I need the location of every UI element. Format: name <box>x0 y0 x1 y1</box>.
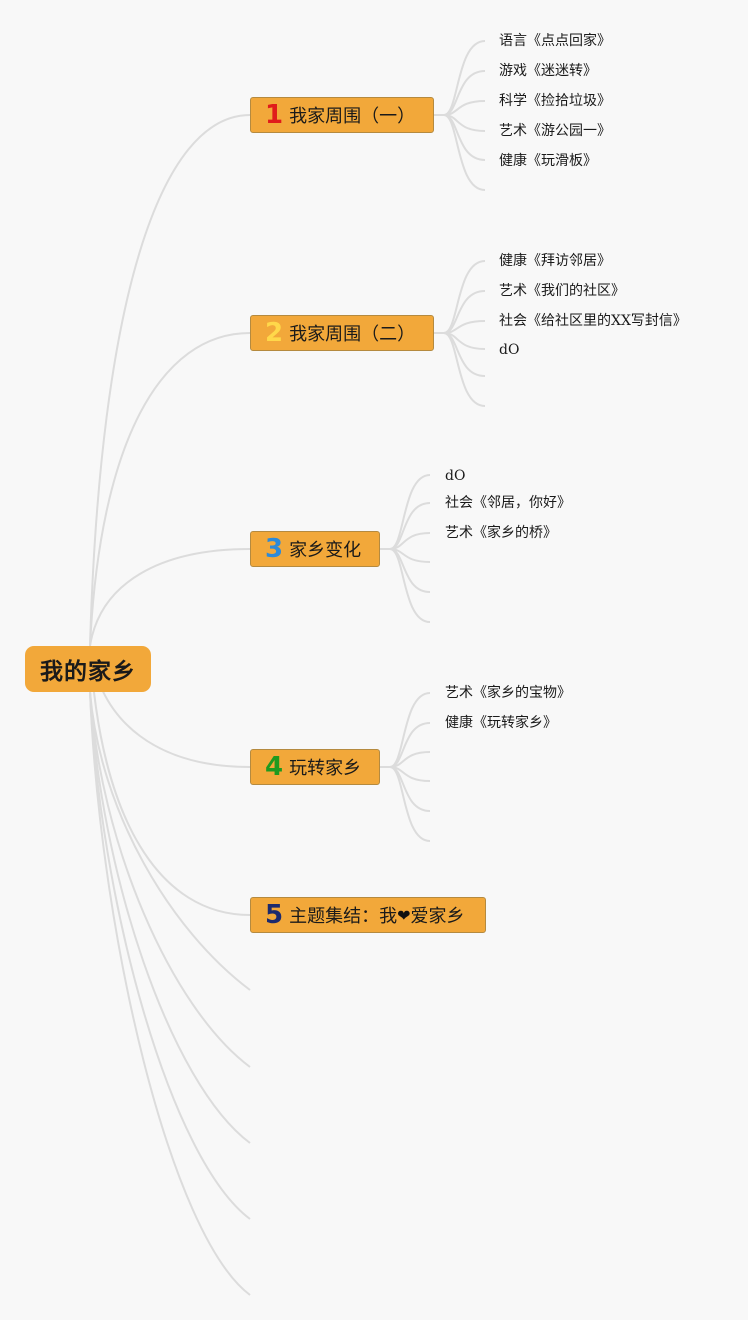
connector-topic-1-leaf-1 <box>434 40 486 116</box>
topic-number-1: 1 <box>265 100 284 130</box>
leaf-2-4[interactable]: dO <box>499 342 520 358</box>
leaf-3-2[interactable]: 社会《邻居，你好》 <box>445 495 571 511</box>
leaf-1-4[interactable]: 艺术《游公园一》 <box>499 123 611 139</box>
topic-node-4[interactable]: 4 玩转家乡 <box>250 749 380 785</box>
connector-root-empty-5 <box>89 691 251 1296</box>
topic-label-1: 我家周围（一） <box>289 106 416 127</box>
leaf-2-1[interactable]: 健康《拜访邻居》 <box>499 253 611 269</box>
topic-number-5: 5 <box>265 900 284 930</box>
connector-root-topic-3 <box>89 548 251 647</box>
connector-root-topic-1 <box>89 114 251 647</box>
connector-topic-4-leaf-3 <box>380 751 431 768</box>
connector-topic-1-leaf-3 <box>434 100 486 116</box>
topic-node-2[interactable]: 2 我家周围（二） <box>250 315 434 351</box>
connector-topic-3-leaf-4 <box>380 548 431 563</box>
connector-root-empty-3 <box>89 691 251 1144</box>
connector-topic-4-leaf-4 <box>380 766 431 782</box>
connector-topic-3-leaf-1 <box>380 474 431 550</box>
topic-node-3[interactable]: 3 家乡变化 <box>250 531 380 567</box>
connector-root-empty-2 <box>89 691 251 1068</box>
connector-root-empty-4 <box>89 691 251 1220</box>
topic-number-3: 3 <box>265 534 284 564</box>
connector-topic-4-leaf-6 <box>380 766 431 842</box>
leaf-1-5[interactable]: 健康《玩滑板》 <box>499 153 597 169</box>
topic-node-1[interactable]: 1 我家周围（一） <box>250 97 434 133</box>
root-topic-label: 我的家乡 <box>40 659 136 685</box>
topic-label-3: 家乡变化 <box>289 540 362 561</box>
connector-topic-3-leaf-6 <box>380 548 431 623</box>
root-topic-node[interactable]: 我的家乡 <box>25 646 151 692</box>
connector-topic-4-leaf-1 <box>380 692 431 768</box>
leaf-1-3[interactable]: 科学《捡拾垃圾》 <box>499 93 611 109</box>
topic-label-2: 我家周围（二） <box>289 324 416 345</box>
topic-label-5-suffix: 爱家乡 <box>410 906 465 927</box>
leaf-2-2[interactable]: 艺术《我们的社区》 <box>499 283 625 299</box>
connector-root-topic-2 <box>89 332 251 647</box>
leaf-1-2[interactable]: 游戏《迷迷转》 <box>499 63 597 79</box>
topic-number-4: 4 <box>265 752 284 782</box>
connector-topic-1-leaf-6 <box>434 114 486 191</box>
leaf-4-1[interactable]: 艺术《家乡的宝物》 <box>445 685 571 701</box>
connector-root-topic-5 <box>89 645 251 916</box>
connector-root-empty-1 <box>89 691 251 991</box>
topic-node-5[interactable]: 5 主题集结：我 ❤ 爱家乡 <box>250 897 486 933</box>
connector-topic-2-leaf-6 <box>434 332 486 407</box>
connector-topic-1-leaf-4 <box>434 114 486 132</box>
leaf-2-3[interactable]: 社会《给社区里的XX写封信》 <box>499 313 687 329</box>
leaf-4-2[interactable]: 健康《玩转家乡》 <box>445 715 557 731</box>
leaf-1-1[interactable]: 语言《点点回家》 <box>499 33 611 49</box>
topic-number-2: 2 <box>265 318 284 348</box>
heart-icon: ❤ <box>397 905 411 925</box>
leaf-3-1[interactable]: dO <box>445 468 466 484</box>
topic-label-5-prefix: 主题集结：我 <box>289 906 398 927</box>
leaf-3-3[interactable]: 艺术《家乡的桥》 <box>445 525 557 541</box>
topic-label-4: 玩转家乡 <box>289 758 362 779</box>
connector-topic-3-leaf-3 <box>380 532 431 550</box>
connector-topic-2-leaf-3 <box>434 320 486 334</box>
connector-topic-2-leaf-4 <box>434 332 486 350</box>
